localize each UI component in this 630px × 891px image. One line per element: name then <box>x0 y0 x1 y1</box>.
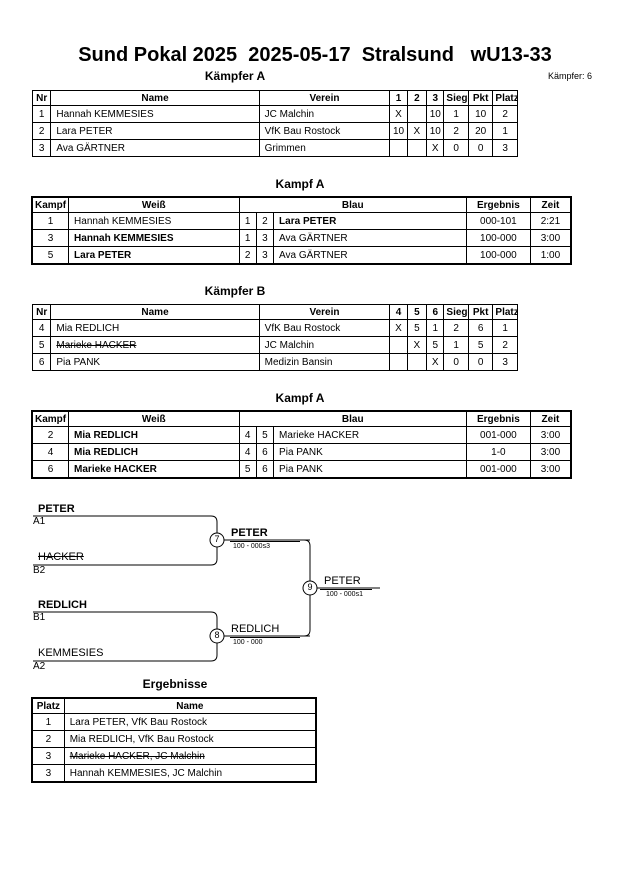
cell-zeit: 3:00 <box>529 229 572 247</box>
cell-platz: 3 <box>31 764 65 783</box>
cell-nr: 3 <box>31 139 52 157</box>
cell-platz: 1 <box>31 713 65 731</box>
col-name: Name <box>63 697 317 714</box>
pool-a-table: Nr Name Verein 1 2 3 Siege Pkt Platz 1Ha… <box>31 90 518 157</box>
sf2-result: 100 - 000 <box>233 639 263 646</box>
cell-name: Pia PANK <box>50 353 260 371</box>
sf1-top-slot: A1 <box>33 516 46 527</box>
cell-score <box>406 139 428 157</box>
sf2-bot-slot: A2 <box>33 661 46 672</box>
cell-weiss: Mia REDLICH <box>68 443 240 461</box>
cell-name: Lara PETER, VfK Bau Rostock <box>63 713 317 731</box>
sf1-bot-name: HACKER <box>38 551 84 563</box>
cell-zeit: 1:00 <box>529 246 572 265</box>
final-result: 100 - 000s1 <box>326 591 363 598</box>
node-number-8: 8 <box>214 630 220 640</box>
sf2-bot-name: KEMMESIES <box>38 647 104 659</box>
cell-kampf: 4 <box>31 443 70 461</box>
cell-weiss: Marieke HACKER <box>68 460 240 479</box>
cell-name: Marieke HACKER, JC Malchin <box>63 747 317 765</box>
cell-kampf: 6 <box>31 460 70 479</box>
pool-b-table: Nr Name Verein 4 5 6 Siege Pkt Platz 4Mi… <box>31 304 518 371</box>
cell-name: Ava GÄRTNER <box>50 139 260 157</box>
cell-platz: 2 <box>31 730 65 748</box>
node-circle-8 <box>209 628 225 644</box>
cell-blau: Pia PANK <box>273 443 467 461</box>
cell-weiss: Lara PETER <box>68 246 240 265</box>
cell-blau-nr: 6 <box>255 460 275 479</box>
node-number-9: 9 <box>307 582 313 592</box>
pool-a-title: Kämpfer A <box>204 69 266 83</box>
cell-ergebnis: 100-000 <box>465 229 531 247</box>
col-platz: Platz <box>31 697 65 714</box>
results-title: Ergebnisse <box>142 677 208 691</box>
col-6: 6 <box>426 304 445 320</box>
cell-name: Mia REDLICH, VfK Bau Rostock <box>63 730 317 748</box>
kampf-a1-title: Kampf A <box>275 177 325 191</box>
cell-zeit: 3:00 <box>529 460 572 479</box>
cell-ergebnis: 001-000 <box>465 460 531 479</box>
cell-blau: Pia PANK <box>273 460 467 479</box>
table-header-row: Platz Name <box>31 697 317 714</box>
table-header-row: Kampf Weiß Blau Ergebnis Zeit <box>31 196 572 213</box>
cell-platz: 3 <box>492 139 518 157</box>
sf1-top-name: PETER <box>38 503 75 515</box>
node-circle-7 <box>209 532 225 548</box>
final-winner: PETER <box>324 575 361 587</box>
cell-ergebnis: 1-0 <box>465 443 531 461</box>
cell-score: X <box>426 139 445 157</box>
cell-platz: 3 <box>31 747 65 765</box>
cell-blau-nr: 3 <box>255 246 275 265</box>
sf1-winner: PETER <box>231 527 268 539</box>
cell-score: X <box>426 353 445 371</box>
cell-blau: Ava GÄRTNER <box>273 229 467 247</box>
cell-nr: 6 <box>31 353 52 371</box>
fighter-count: Kämpfer: 6 <box>548 71 593 81</box>
cell-zeit: 3:00 <box>529 443 572 461</box>
sf2-top-name: REDLICH <box>38 599 87 611</box>
cell-weiss-nr: 1 <box>238 229 257 247</box>
pool-b-title: Kämpfer B <box>204 284 266 298</box>
cell-blau-nr: 3 <box>255 229 275 247</box>
cell-platz: 3 <box>492 353 518 371</box>
kampf-a2-title: Kampf A <box>275 391 325 405</box>
sf1-result: 100 - 000s3 <box>233 543 270 550</box>
page-title: Sund Pokal 2025 2025-05-17 Stralsund wU1… <box>78 44 552 66</box>
table-header-row: Nr Name Verein 4 5 6 Siege Pkt Platz <box>31 304 518 320</box>
sf1-bot-slot: B2 <box>33 565 46 576</box>
sf2-winner: REDLICH <box>231 623 280 635</box>
table-header-row: Kampf Weiß Blau Ergebnis Zeit <box>31 410 572 427</box>
cell-kampf: 5 <box>31 246 70 265</box>
node-number-7: 7 <box>214 534 220 544</box>
cell-score <box>406 353 428 371</box>
cell-name: Hannah KEMMESIES, JC Malchin <box>63 764 317 783</box>
cell-ergebnis: 100-000 <box>465 246 531 265</box>
sf2-top-slot: B1 <box>33 612 46 623</box>
cell-blau-nr: 6 <box>255 443 275 461</box>
node-circle-9 <box>302 580 318 596</box>
cell-blau: Ava GÄRTNER <box>273 246 467 265</box>
